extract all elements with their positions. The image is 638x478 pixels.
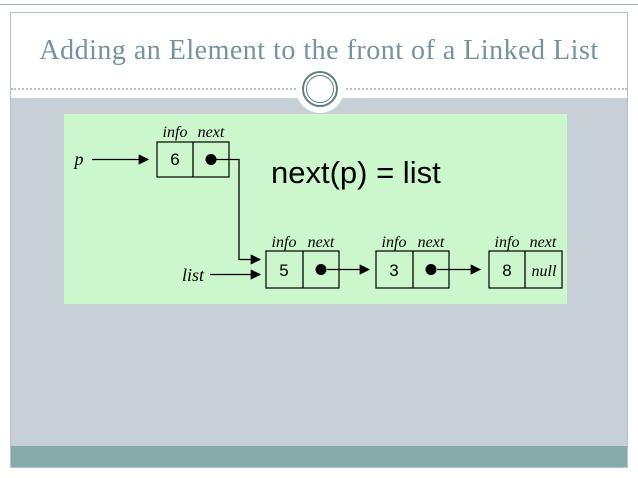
slide-title: Adding an Element to the front of a Link…	[39, 35, 599, 66]
node1-pointer-dot	[315, 264, 327, 275]
pointer-list-label: list	[182, 265, 205, 285]
node1-info-value: 5	[279, 261, 288, 280]
p-next-connector-arrow	[216, 158, 262, 265]
node2-info-value: 3	[389, 261, 398, 280]
node3-info-label: info	[495, 234, 520, 251]
p-node-info-value: 6	[170, 150, 179, 169]
top-rule	[0, 4, 638, 5]
diagram-panel: p info next 6 next(p) = list list info n…	[64, 114, 567, 304]
footer-band	[11, 446, 627, 467]
statement-text: next(p) = list	[271, 155, 441, 190]
node3-next-value: null	[532, 263, 557, 280]
p-node-info-label: info	[163, 124, 188, 141]
circle-ornament-inner-ring	[306, 75, 334, 103]
circle-ornament-icon	[302, 71, 338, 107]
node2-next-label: next	[418, 234, 445, 251]
p-node-pointer-dot	[205, 154, 217, 165]
node1-info-label: info	[272, 234, 297, 251]
node1-next-label: next	[308, 234, 335, 251]
slide-frame: Adding an Element to the front of a Link…	[10, 12, 628, 468]
pointer-p-label: p	[73, 149, 84, 169]
node2-info-label: info	[382, 234, 407, 251]
p-node-next-label: next	[198, 124, 225, 141]
linked-list-diagram: p info next 6 next(p) = list list info n…	[73, 124, 563, 289]
node3-next-label: next	[530, 234, 557, 251]
node3-info-value: 8	[502, 261, 511, 280]
node2-pointer-dot	[425, 264, 437, 275]
